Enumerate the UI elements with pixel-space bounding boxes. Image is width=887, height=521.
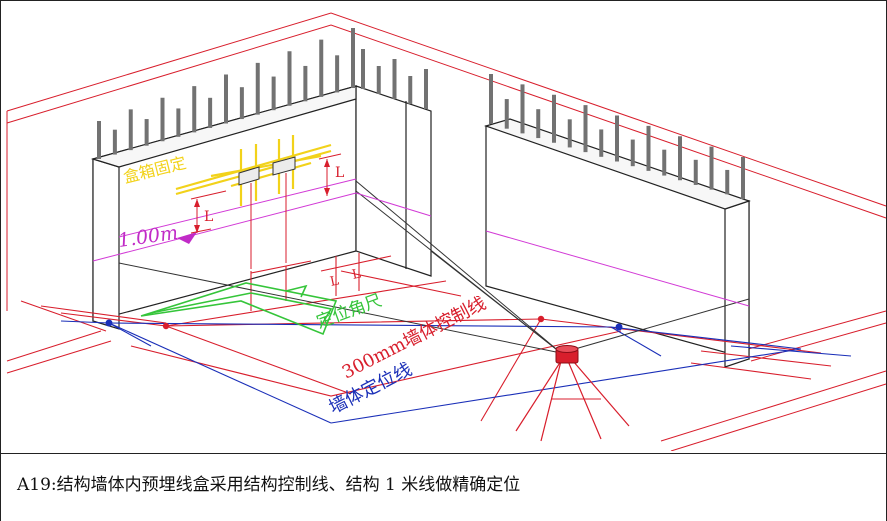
rebar xyxy=(255,62,260,115)
position-ruler xyxy=(140,282,338,336)
rebar xyxy=(408,76,413,104)
left-wall xyxy=(90,85,432,330)
rebar xyxy=(239,87,244,120)
floor-dimensions: L L xyxy=(329,266,363,290)
rebar xyxy=(662,149,667,176)
rebar xyxy=(224,74,228,124)
rebar xyxy=(424,69,428,109)
rebar xyxy=(489,74,493,124)
one-meter-lines xyxy=(92,178,750,307)
rebar xyxy=(709,146,714,190)
rebar xyxy=(678,136,682,181)
rebar xyxy=(646,125,651,171)
rebar xyxy=(144,119,149,146)
rebar xyxy=(567,119,572,148)
control-points xyxy=(105,315,623,331)
rebar xyxy=(552,94,556,143)
rebar xyxy=(97,121,101,159)
dim-l-left-label: L xyxy=(204,209,213,225)
rebar xyxy=(335,55,340,93)
box-drop-lines xyxy=(250,173,287,269)
electrical-boxes xyxy=(238,156,296,186)
dim-l-right-label: L xyxy=(335,165,344,181)
rebar xyxy=(725,169,730,195)
rebar xyxy=(160,97,165,142)
room-outline xyxy=(6,12,887,451)
rebar xyxy=(536,109,541,139)
rebar xyxy=(615,115,619,162)
rebar xyxy=(319,39,324,97)
rebar xyxy=(392,59,397,99)
rebar xyxy=(361,49,365,89)
figure-caption: A19:结构墙体内预埋线盒采用结构控制线、结构 1 米线做精确定位 xyxy=(17,475,521,495)
rebar xyxy=(504,99,509,129)
laser-level-tripod xyxy=(515,345,630,442)
rebar xyxy=(112,129,117,155)
rebar xyxy=(192,86,197,133)
rebar xyxy=(287,51,292,106)
laser-lines xyxy=(118,180,750,354)
rebar xyxy=(630,139,635,167)
rebar xyxy=(176,108,181,137)
rebar-group xyxy=(97,28,745,199)
dim-l-floor-1-label: L xyxy=(329,273,341,290)
construction-diagram: 1.00m L L xyxy=(6,12,887,451)
rebar xyxy=(520,84,525,134)
rebar xyxy=(693,159,698,185)
rebar xyxy=(208,97,213,128)
rebar xyxy=(376,66,381,94)
rebar xyxy=(351,28,355,88)
rebar xyxy=(303,65,308,102)
dimension-right: L xyxy=(318,153,344,196)
caption-bar: A19:结构墙体内预埋线盒采用结构控制线、结构 1 米线做精确定位 xyxy=(1,453,886,521)
right-wall xyxy=(484,118,751,368)
rebar xyxy=(741,157,745,199)
rebar xyxy=(583,105,588,153)
dim-l-floor-2-label: L xyxy=(351,266,363,283)
rebar xyxy=(599,129,604,157)
rebar xyxy=(271,76,276,111)
rebar xyxy=(128,109,133,151)
